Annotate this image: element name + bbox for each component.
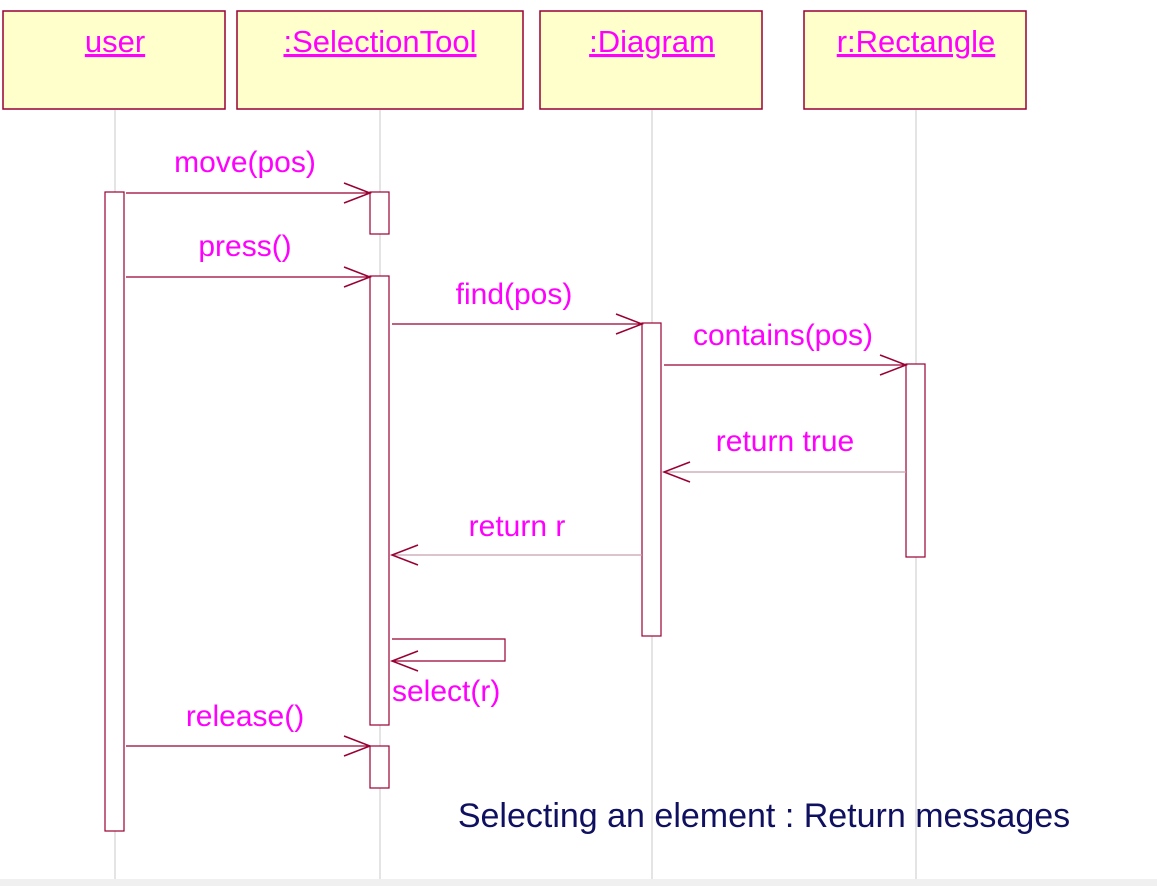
activation-rectangle xyxy=(905,363,926,558)
message-contains-label: contains(pos) xyxy=(693,319,873,352)
message-select: select(r) xyxy=(389,638,506,708)
arrowhead-open xyxy=(389,544,419,566)
arrowhead-open xyxy=(389,650,419,672)
object-selectiontool: :SelectionTool xyxy=(236,10,524,110)
object-rectangle: r:Rectangle xyxy=(803,10,1027,110)
footer-band xyxy=(0,879,1157,886)
activation-selectiontool-press xyxy=(369,275,390,726)
arrowhead-open xyxy=(879,354,909,376)
object-rectangle-label: r:Rectangle xyxy=(837,24,996,59)
message-move: move(pos) xyxy=(126,146,373,204)
arrowhead-open xyxy=(343,266,373,288)
activation-selectiontool-release xyxy=(369,745,390,789)
activation-selectiontool-move xyxy=(369,191,390,235)
arrowhead-open xyxy=(343,735,373,757)
message-return-true-label: return true xyxy=(716,425,854,458)
message-move-label: move(pos) xyxy=(174,146,316,179)
arrowhead-open xyxy=(615,313,645,335)
diagram-caption: Selecting an element : Return messages xyxy=(458,797,1070,835)
message-find-label: find(pos) xyxy=(456,278,573,311)
message-return-r-label: return r xyxy=(469,510,566,543)
message-select-label: select(r) xyxy=(392,675,500,708)
message-return-r: return r xyxy=(389,510,642,566)
message-contains: contains(pos) xyxy=(664,319,909,376)
object-user: user xyxy=(2,10,226,110)
message-press-label: press() xyxy=(198,230,291,263)
message-return-true: return true xyxy=(661,425,906,483)
object-diagram: :Diagram xyxy=(539,10,763,110)
object-user-label: user xyxy=(85,24,145,59)
arrowhead-open xyxy=(343,182,373,204)
message-press: press() xyxy=(126,230,373,288)
arrowhead-open xyxy=(661,461,691,483)
message-find: find(pos) xyxy=(392,278,645,335)
message-release: release() xyxy=(126,700,373,757)
activation-diagram xyxy=(641,322,662,637)
activation-user xyxy=(104,191,125,832)
message-release-label: release() xyxy=(186,700,304,733)
object-selectiontool-label: :SelectionTool xyxy=(283,24,476,59)
object-diagram-label: :Diagram xyxy=(589,24,715,59)
